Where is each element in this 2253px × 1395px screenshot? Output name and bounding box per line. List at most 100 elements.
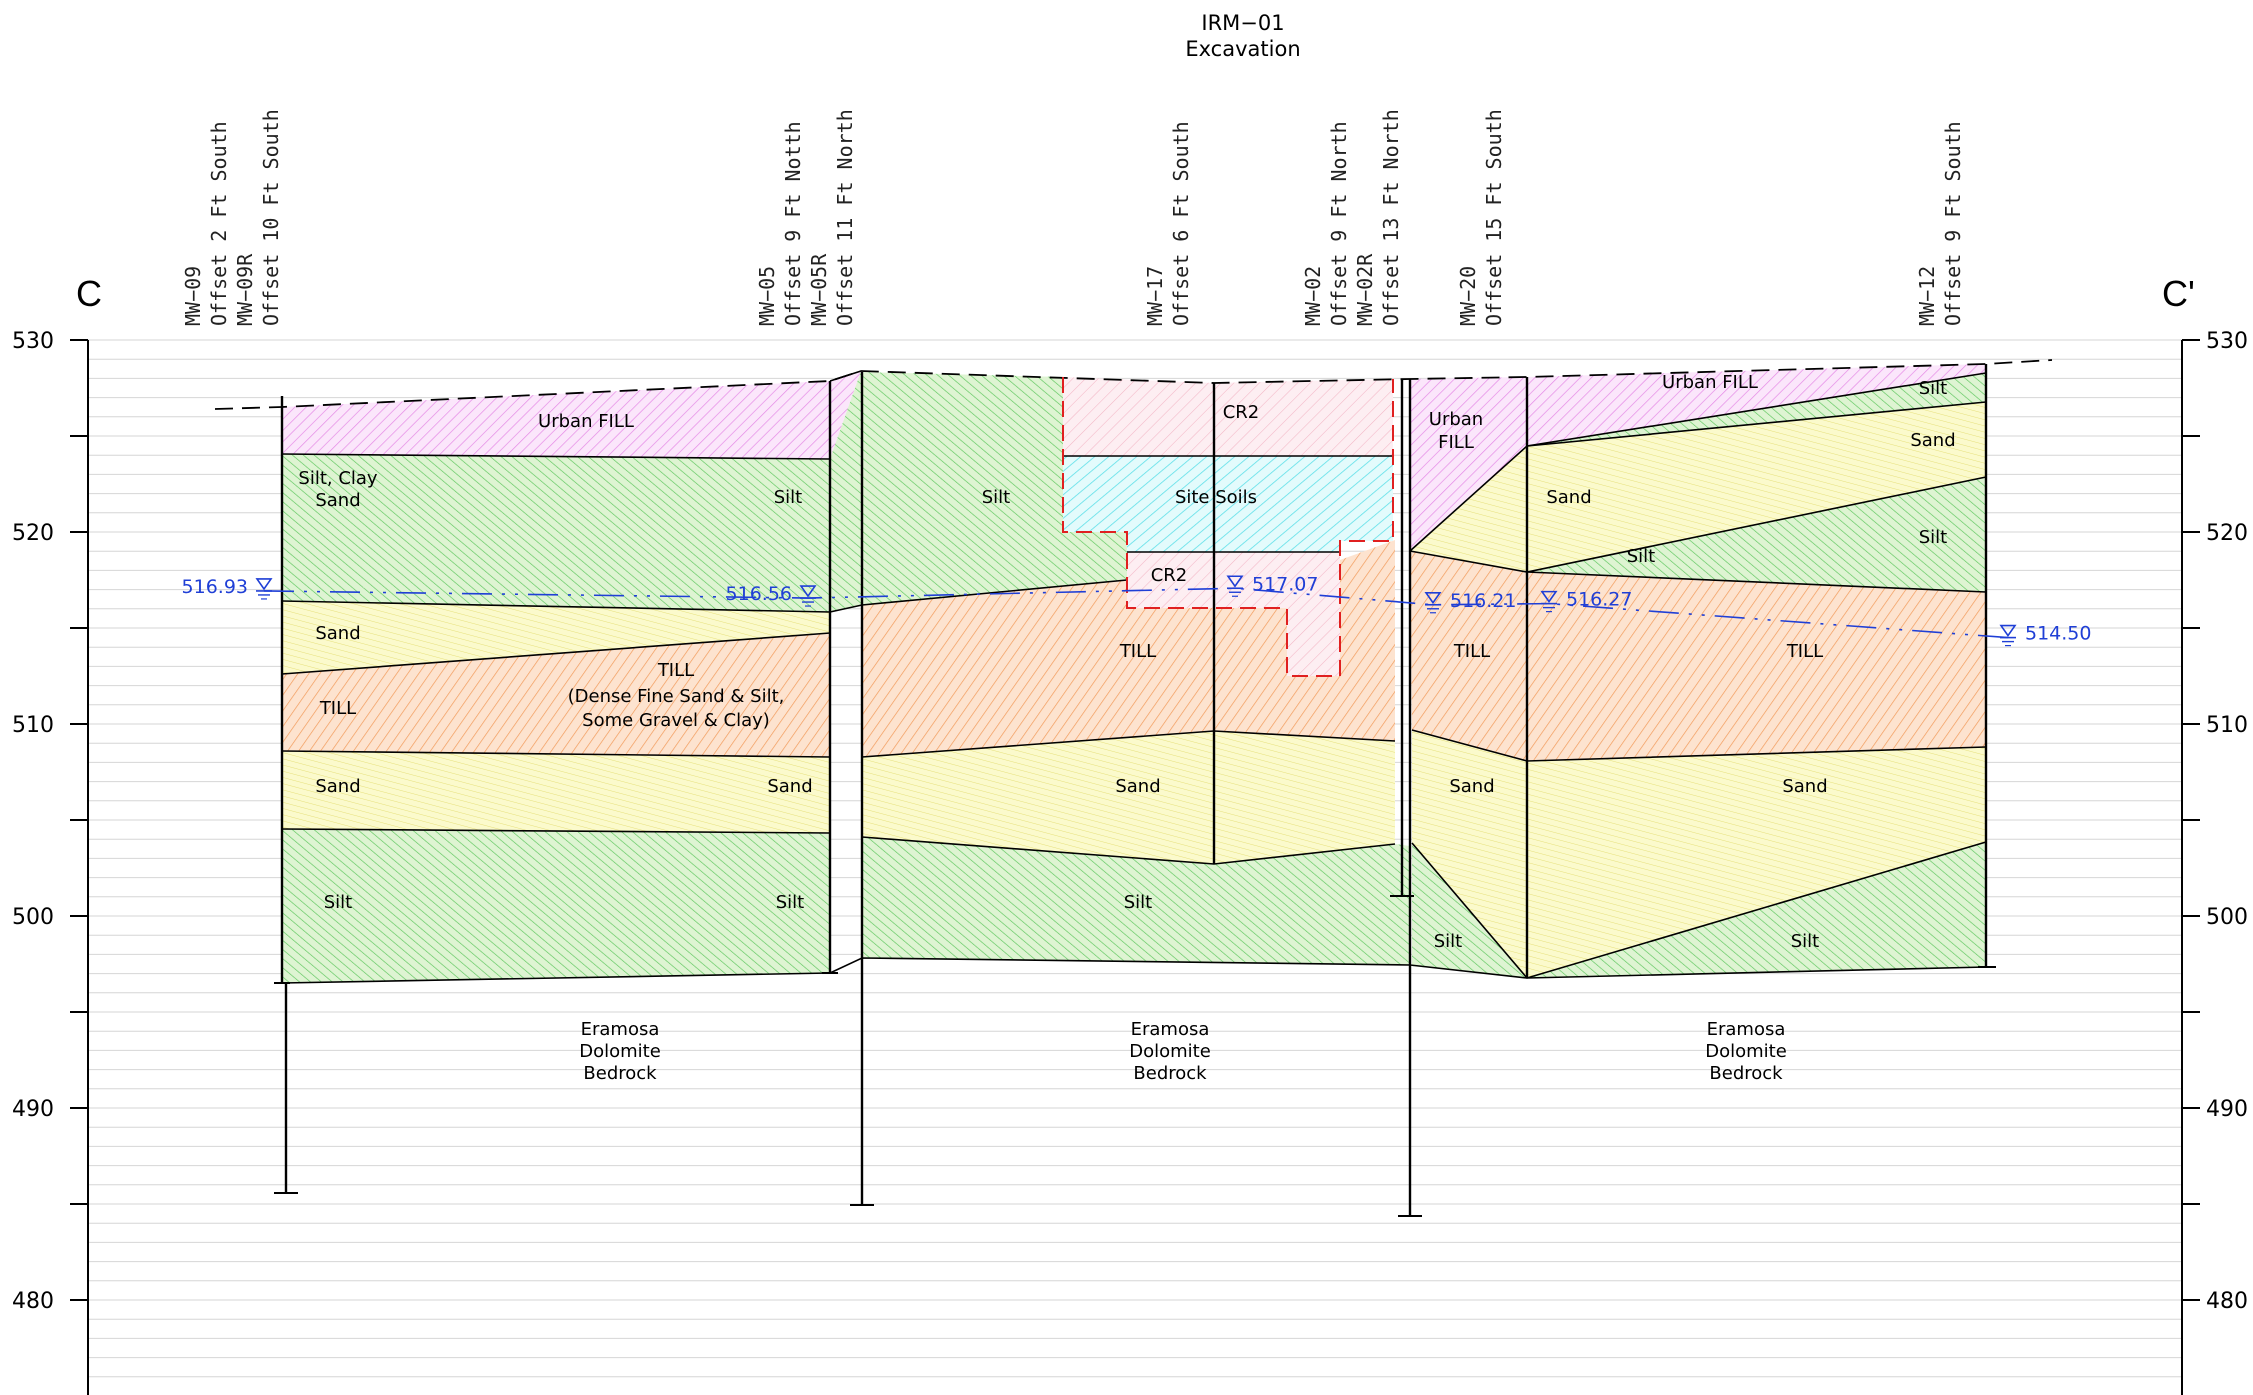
axis-tick-label: 530 — [12, 329, 54, 354]
axis-tick-label: 520 — [2206, 521, 2248, 546]
water-level-marker: 516.93 — [182, 576, 273, 600]
water-level-marker: 514.50 — [1999, 623, 2091, 647]
well-title-line: Offset 9 Ft North — [1327, 121, 1351, 326]
layer-till-right — [1527, 572, 1986, 761]
bedrock-label-line: Dolomite — [1705, 1041, 1787, 1062]
layer-label: Silt — [1791, 931, 1820, 952]
excavation-cr2-upper — [1063, 377, 1393, 456]
layer-sand-upper-left — [282, 601, 830, 674]
layer-label: Silt, Clay — [298, 468, 378, 489]
bedrock-label-line: Eramosa — [581, 1019, 660, 1040]
layer-label: Silt — [1434, 931, 1463, 952]
well-title-line: MW−09R — [233, 253, 257, 326]
well-title-line: Offset 2 Ft South — [207, 121, 231, 326]
water-level-value: 516.21 — [1450, 590, 1516, 612]
layer-label: Silt — [776, 892, 805, 913]
axis-tick-label: 520 — [12, 521, 54, 546]
section-label-right: C' — [2162, 273, 2195, 314]
well-casings — [280, 364, 1988, 1216]
layer-label: Sand — [1115, 776, 1160, 797]
well-title-line: MW−17 — [1143, 266, 1167, 326]
layer-urban-fill-right — [1527, 364, 1986, 446]
layer-label: Sand — [1910, 430, 1955, 451]
layer-label: Some Gravel & Clay) — [582, 710, 770, 731]
layer-label: Sand — [1546, 487, 1591, 508]
layer-label: Sand — [315, 623, 360, 644]
bedrock-label-line: Eramosa — [1131, 1019, 1210, 1040]
well-title-line: MW−02 — [1301, 266, 1325, 326]
layer-silt-lower-left — [282, 829, 830, 983]
well-title-line: Offset 11 Ft North — [833, 109, 857, 326]
layer-label: Sand — [1449, 776, 1494, 797]
layer-label: Silt — [982, 487, 1011, 508]
bedrock-label-line: Bedrock — [583, 1063, 657, 1084]
well-title-line: MW−05R — [807, 253, 831, 326]
water-level-value: 514.50 — [2025, 623, 2091, 645]
water-level-markers: 516.93 516.56 517.07 516.21 516.27 514.50 — [182, 573, 2091, 647]
bedrock-label-line: Bedrock — [1133, 1063, 1207, 1084]
well-title-line: Offset 9 Ft South — [1941, 121, 1965, 326]
axis-tick-label: 480 — [12, 1289, 54, 1314]
water-level-value: 516.56 — [726, 583, 792, 605]
layer-sand-middle — [862, 731, 1395, 864]
section-label-left: C — [76, 273, 102, 314]
layer-sand-right-middle — [1410, 446, 1527, 572]
layer-sand-upper-right — [1527, 402, 1986, 572]
bedrock-labels: EramosaDolomiteBedrockEramosaDolomiteBed… — [579, 1019, 1787, 1084]
water-level-marker: 516.56 — [726, 583, 817, 607]
excavation-outline — [1062, 377, 1394, 677]
layer-label: Silt — [324, 892, 353, 913]
layer-label: Sand — [1782, 776, 1827, 797]
layer-label: CR2 — [1223, 402, 1260, 423]
axis-tick-label: 510 — [2206, 713, 2248, 738]
well-title-line: MW−12 — [1915, 266, 1939, 326]
axis-tick-label: 500 — [2206, 905, 2248, 930]
layer-label: (Dense Fine Sand & Silt, — [568, 686, 785, 707]
layer-label: Sand — [315, 490, 360, 511]
water-level-marker: 517.07 — [1226, 573, 1318, 597]
excavation-cr2-lower — [1127, 552, 1340, 676]
layer-label: Silt — [1919, 378, 1948, 399]
well-title-line: Offset 15 Ft South — [1482, 109, 1506, 326]
layer-silt-clay-sand-left — [282, 454, 830, 612]
layer-label: TILL — [1453, 641, 1490, 662]
well-title-line: MW−20 — [1456, 266, 1480, 326]
layer-label: Silt — [1627, 546, 1656, 567]
axis-tick-label: 490 — [12, 1097, 54, 1122]
layer-label: Silt — [1919, 527, 1948, 548]
layer-silt-middle — [862, 372, 1127, 605]
layer-sand-lower-right — [1527, 747, 1986, 978]
water-level-value: 517.07 — [1252, 573, 1318, 595]
figure-title-line1: IRM−01 — [1201, 11, 1284, 35]
layer-label: TILL — [1119, 641, 1156, 662]
layer-silt-middle-lower — [862, 837, 1410, 965]
bedrock-label-line: Bedrock — [1709, 1063, 1783, 1084]
layer-silt-wedge — [830, 371, 862, 612]
layer-label: TILL — [1786, 641, 1823, 662]
layer-label: Sand — [315, 776, 360, 797]
bedrock-label-line: Eramosa — [1707, 1019, 1786, 1040]
well-title-line: MW−09 — [181, 266, 205, 326]
layer-label: Urban FILL — [538, 411, 634, 432]
axis-tick-label: 480 — [2206, 1289, 2248, 1314]
layer-label: Silt — [1124, 892, 1153, 913]
layer-label: CR2 — [1151, 565, 1188, 586]
well-title-line: Offset 9 Ft Notth — [781, 121, 805, 326]
water-table-line — [263, 587, 2009, 639]
water-level-marker: 516.27 — [1540, 589, 1632, 613]
layer-sand-right-middle-lower — [1412, 730, 1527, 978]
layer-label: FILL — [1438, 432, 1474, 453]
well-title-line: Offset 10 Ft South — [259, 109, 283, 326]
layer-label: Silt — [774, 487, 803, 508]
water-level-value: 516.27 — [1566, 589, 1632, 611]
axis-tick-label: 500 — [12, 905, 54, 930]
layer-till-right-middle — [1410, 551, 1527, 761]
layer-label: Urban — [1429, 409, 1483, 430]
well-title-line: MW−05 — [755, 266, 779, 326]
layer-silt-mid-right — [1527, 477, 1986, 592]
layer-urban-fill-right-middle — [1410, 377, 1527, 551]
layer-label: TILL — [657, 660, 694, 681]
